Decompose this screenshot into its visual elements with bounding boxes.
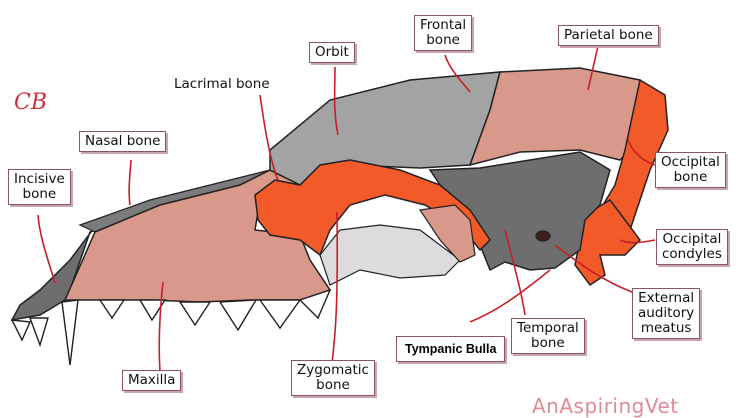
label-zygomatic-bone: Zygomatic bone xyxy=(291,360,375,396)
frontal-bone-region xyxy=(269,71,501,186)
temporal-inner-region xyxy=(418,204,476,263)
label-occipital-bone: Occipital bone xyxy=(655,152,726,188)
auditory-meatus-hole xyxy=(535,230,551,242)
pointer-arrows xyxy=(37,45,656,373)
palate-region xyxy=(319,224,461,286)
label-tympanic-bulla: Tympanic Bulla xyxy=(396,336,506,362)
label-maxilla: Maxilla xyxy=(122,370,182,391)
label-external-auditory-meatus: External auditory meatus xyxy=(632,288,701,339)
label-orbit: Orbit xyxy=(309,42,355,63)
label-temporal-bone: Temporal bone xyxy=(511,318,585,354)
logo: CB xyxy=(14,90,47,115)
parietal-bone-region xyxy=(468,67,661,167)
label-parietal-bone: Parietal bone xyxy=(558,25,659,46)
label-lacrimal-bone: Lacrimal bone xyxy=(174,76,270,92)
signature: AnAspiringVet xyxy=(532,394,679,418)
label-frontal-bone: Frontal bone xyxy=(414,15,473,51)
teeth xyxy=(10,288,332,366)
label-nasal-bone: Nasal bone xyxy=(79,131,167,152)
label-incisive-bone: Incisive bone xyxy=(8,169,71,205)
label-occipital-condyles: Occipital condyles xyxy=(656,229,728,265)
